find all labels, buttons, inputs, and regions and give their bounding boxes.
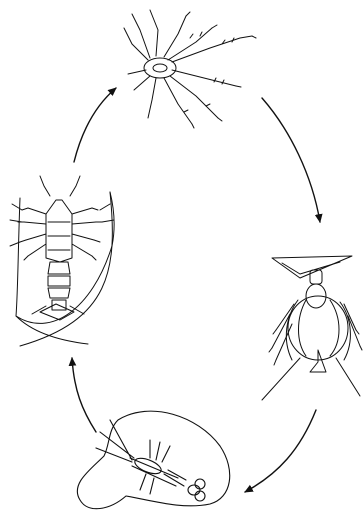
arrow-top-to-right	[262, 98, 320, 222]
stage-puerulus	[77, 411, 229, 509]
arrow-bottom-to-left	[72, 358, 96, 432]
arrow-right-to-bottom	[245, 410, 316, 492]
stage-phyllosoma-larva	[124, 10, 256, 128]
arrow-left-to-top	[74, 88, 116, 162]
stage-late-phyllosoma-larva	[262, 256, 362, 400]
cycle-arrows	[72, 88, 320, 492]
stage-adult-spiny-lobster	[10, 176, 114, 346]
